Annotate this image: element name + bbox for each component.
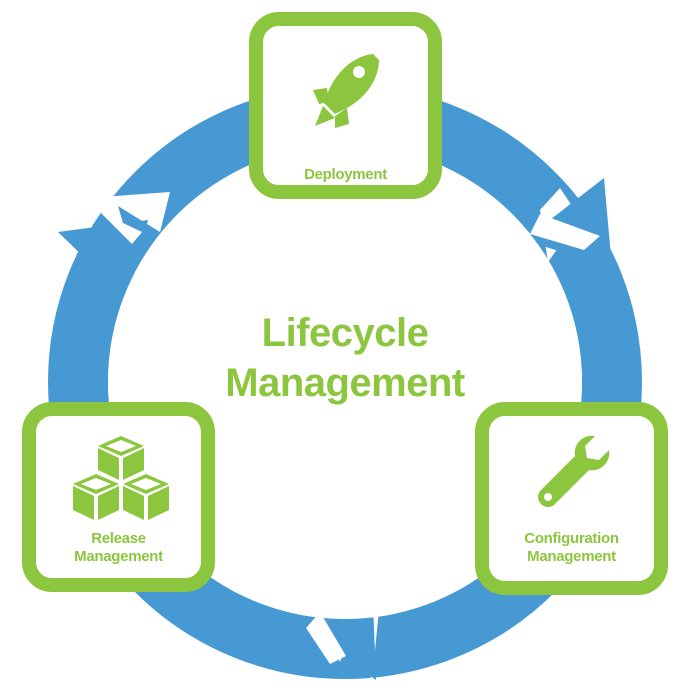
wrench-icon	[538, 435, 610, 507]
node-configuration-label: Configuration Management	[489, 530, 654, 566]
node-deployment: Deployment	[249, 12, 442, 199]
arrow-tail-left	[100, 212, 142, 244]
ring-gap-left	[88, 192, 170, 240]
configuration-label-line2: Management	[527, 548, 616, 565]
configuration-label-line1: Configuration	[524, 530, 619, 547]
center-title: Lifecycle Management	[170, 308, 520, 408]
inner-disk	[108, 145, 582, 619]
deployment-label: Deployment	[304, 166, 387, 183]
node-release-management: Release Management	[22, 402, 215, 592]
node-configuration-management: Configuration Management	[475, 402, 668, 595]
rocket-icon	[313, 54, 379, 128]
arrow-tail-right	[530, 214, 600, 250]
cubes-icon	[73, 436, 169, 520]
arrow-tail-bottom	[306, 612, 346, 664]
arrowhead-left	[58, 220, 148, 300]
node-release-label: Release Management	[36, 530, 201, 566]
node-deployment-label: Deployment	[263, 166, 428, 184]
arrowhead-right	[524, 178, 612, 268]
center-title-line1: Lifecycle	[261, 311, 429, 355]
release-label-line2: Management	[74, 548, 163, 565]
center-title-line2: Management	[225, 361, 465, 405]
release-label-line1: Release	[91, 530, 146, 547]
